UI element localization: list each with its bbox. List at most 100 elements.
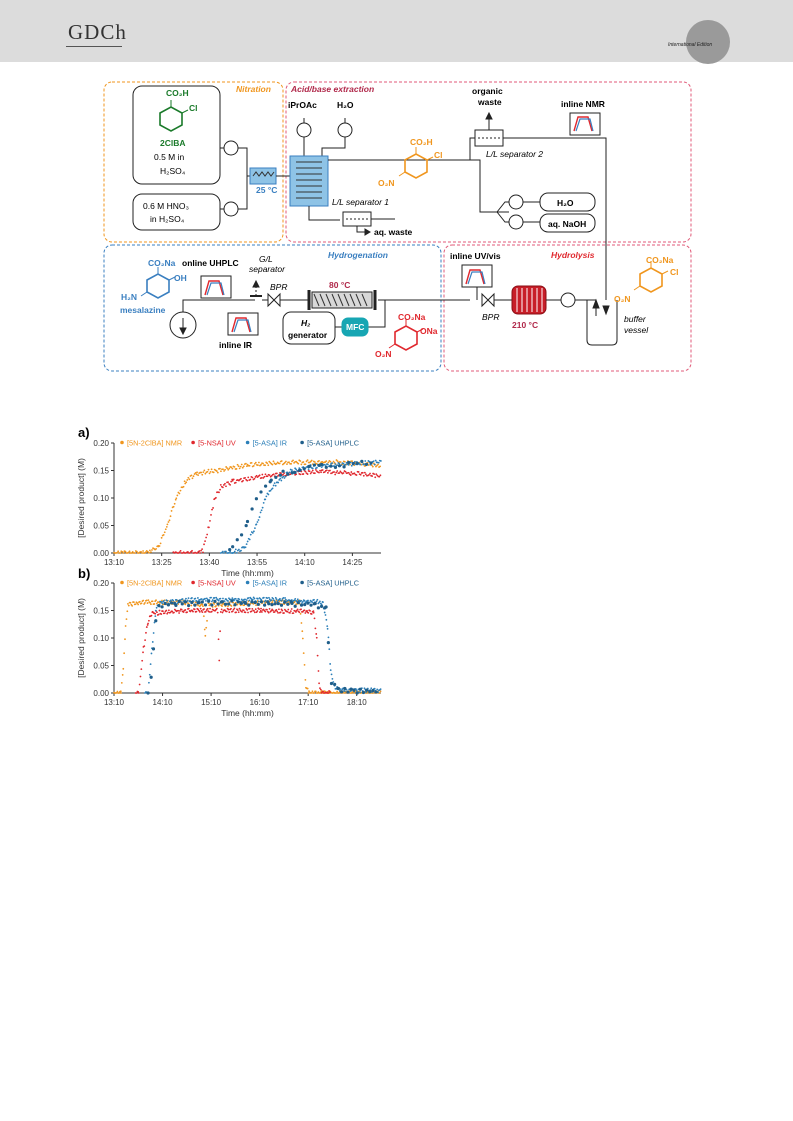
data-point [216,611,219,614]
data-point [280,599,283,602]
data-point [307,599,309,602]
data-point [329,691,331,694]
data-point [371,688,375,693]
data-point [196,471,198,474]
data-point [127,602,129,605]
data-point [237,465,240,468]
data-point [353,460,356,463]
data-point [292,612,295,615]
data-point [276,610,279,613]
legend-marker [120,440,124,445]
data-point [336,690,339,693]
hydrogenation-temp: 80 °C [329,280,350,290]
legend-label: [5N-2ClBA] NMR [127,439,182,448]
legend-marker [120,580,124,585]
data-point [363,463,366,466]
data-point [234,548,237,551]
legend-label: [5-ASA] UHPLC [307,579,359,588]
data-point [244,546,247,549]
data-point [233,599,235,602]
data-point [300,463,303,466]
data-point [117,550,120,553]
data-point [255,523,258,526]
data-point [135,550,138,553]
data-point [225,610,228,613]
data-point [138,600,141,603]
legend-label: [5-NSA] UV [198,579,236,588]
data-point [247,611,249,614]
data-point [302,652,305,655]
data-point [211,600,213,603]
data-point [167,521,170,523]
data-point [284,598,287,601]
data-point [278,462,281,465]
label-organic: organic [472,86,503,96]
data-point [253,597,256,600]
data-point [176,494,179,497]
data-point [307,611,310,614]
data-point [329,663,332,665]
data-point [233,603,237,607]
data-point [223,552,225,554]
data-point [308,464,312,468]
data-point [286,610,289,613]
data-point [339,688,342,691]
hydrolysis-title: Hydrolysis [551,250,595,260]
data-point [294,597,297,600]
data-point [267,464,270,467]
buffer-vessel-icon [586,300,618,346]
data-point [355,462,359,466]
data-point [335,692,338,694]
panel-label: b) [78,566,90,581]
label-o2n-orange-2: O₂N [614,294,631,304]
data-point [307,692,310,694]
data-point [252,530,255,533]
data-point [174,603,178,607]
data-point [350,471,353,473]
data-point [312,610,315,613]
data-point [205,599,207,602]
data-point [185,597,187,600]
data-point [291,469,293,472]
data-point [212,507,214,509]
data-point [197,604,200,607]
x-tick-label: 14:10 [153,698,174,707]
data-point [379,460,382,462]
data-point [157,613,160,616]
series--5n-2clba-nmr [113,459,382,554]
data-point [209,470,212,473]
data-point [237,611,240,614]
pump-icon [223,140,239,156]
data-point [151,641,154,643]
data-point [360,463,363,466]
label-bpr-2: BPR [482,312,499,322]
data-point [223,484,225,486]
data-point [302,467,306,471]
data-point [116,690,119,693]
data-point [138,683,141,686]
data-point [319,688,322,691]
data-point [202,551,204,554]
data-point [373,463,376,466]
data-point [208,472,211,475]
data-point [268,474,271,477]
data-point [166,523,169,526]
data-point [268,607,271,610]
nitration-frame [103,81,284,243]
x-tick-label: 15:10 [201,698,222,707]
data-point [145,631,147,634]
data-point [231,597,234,600]
data-point [239,601,243,605]
data-point [150,614,153,617]
series--5-asa-uhplc [228,459,373,552]
data-point [236,600,240,604]
data-point [374,690,378,694]
x-tick-label: 14:25 [342,558,363,567]
data-point [308,470,311,473]
data-point [154,615,157,618]
data-point [329,460,332,463]
data-point [275,472,278,475]
data-point [175,497,178,500]
data-point [279,611,282,614]
